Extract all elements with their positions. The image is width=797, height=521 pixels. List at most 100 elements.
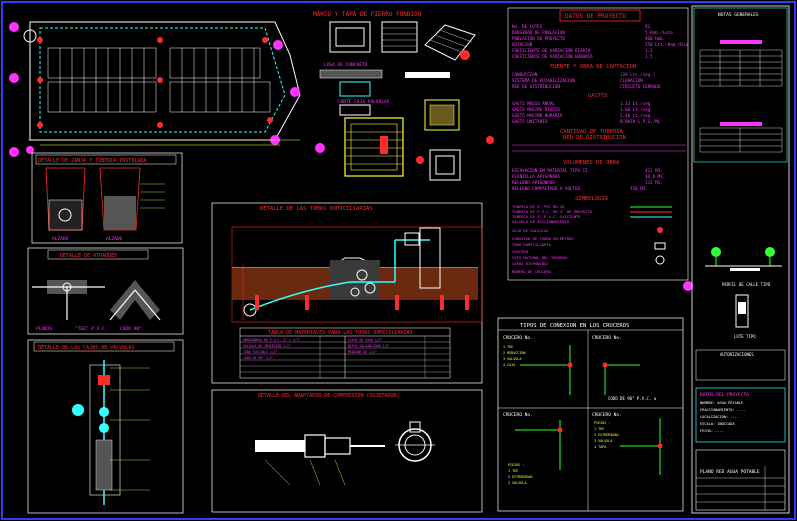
crucero-number-icon <box>683 281 693 291</box>
datos-value: 92 <box>645 24 651 29</box>
simbologia-item: NUMERO DE CRUCERO <box>512 269 552 274</box>
proyecto-field: LOCALIZACION: ---- <box>700 415 739 419</box>
material-row: LLAVE DE PASO 1/2" <box>348 338 383 342</box>
material-row: ABRAZADERA DE P.V.C. 3" x 1/2" <box>243 338 301 342</box>
svg-text:2 EXTREMIDAD: 2 EXTREMIDAD <box>508 475 533 479</box>
fuente-row: SISTEMA DE POTABILIZACION <box>512 78 576 83</box>
subdivision-plan <box>9 21 325 157</box>
datos-row: COEFICIENTE DE VARIACION HORARIA <box>512 54 593 59</box>
corte-caja-label: CORTE CAJA VALVULAS <box>338 99 390 105</box>
tabla-materiales-title: TABLA DE MATERIALES PARA LAS TOMAS DOMIC… <box>268 330 413 336</box>
simbologia-item: CARGA DISPONIBLE <box>512 261 549 266</box>
adaptador-panel <box>211 389 483 513</box>
datos-row: DENSIDAD DE POBLACION <box>512 30 565 35</box>
notas-generales-title: NOTAS GENERALES <box>718 12 759 18</box>
volumen-value: 158 M3. <box>630 186 648 191</box>
cajas-valvulas-panel <box>27 339 184 514</box>
simbologia-item: TUBERIA DE P.V.C. DE 3" DE PROYECTO <box>512 209 593 214</box>
cantidad-tuberia-title: CANTIDAD DE TUBERIA <box>560 129 624 135</box>
crucero-2-label: CRUCERO No. <box>592 335 622 341</box>
valve-symbol-icon <box>657 227 663 233</box>
svg-text:PIEZAS :: PIEZAS : <box>508 463 524 467</box>
losa-concreto-label: LOSA DE CONCRETO <box>324 62 368 68</box>
gastos-value: 2.40 Lt./seg. <box>620 113 653 118</box>
toma-symbol-icon <box>654 242 666 250</box>
conexion-title: TIPOS DE CONEXION EN LOS CRUCEROS <box>520 323 629 329</box>
gastos-row: GASTO MEDIO ANUAL <box>512 101 555 106</box>
svg-text:1 TEE: 1 TEE <box>508 469 518 473</box>
planta-label: PLANTA <box>36 326 53 332</box>
datos-del-proyecto-title: DATOS DEL PROYECTO <box>700 392 749 398</box>
alzado-left-label: ALZADO <box>52 236 69 242</box>
proyecto-field: FRACCIONAMIENTO: ---- <box>700 408 745 412</box>
volumen-row: EXCAVACION EN MATERIAL TIPO II <box>512 168 588 173</box>
red-distribucion-title: RED DE DISTRIBUCION <box>563 135 626 141</box>
svg-text:4 CAJA: 4 CAJA <box>503 363 515 367</box>
conexion-panel: 1 TEE 2 REDUCCION 3 VALVULA 4 CAJA PIEZAS … <box>497 317 684 512</box>
valve-box-section <box>344 50 494 181</box>
tee-label: "TEE" P.V.C. <box>75 326 108 332</box>
datos-row: COEFICIENTE DE VARIACION DIARIA <box>512 48 591 53</box>
volumen-value: 46.8 M3. <box>645 174 665 179</box>
simbologia-item: COTA NATURAL DEL TERRENO <box>512 255 568 260</box>
svg-text:2 EXTREMIDAD: 2 EXTREMIDAD <box>594 433 619 437</box>
material-row: NIPLE GALVANIZADO 1/2" <box>348 344 390 348</box>
simbologia-item: CAJA DE VALVULAS <box>512 228 549 233</box>
svg-text:PIEZAS :: PIEZAS : <box>594 421 610 425</box>
lote-tipo-label: LOTE TIPO <box>734 334 756 339</box>
simbologia-item: CRUCERO <box>512 249 529 254</box>
gastos-row: GASTO MAXIMO DIARIO <box>512 107 560 112</box>
simbologia-symbols <box>630 206 693 291</box>
datos-proyecto-title: DATOS DE PROYECTO <box>565 13 627 20</box>
material-row: VALVULA DE INSERCION 1/2" <box>243 344 291 348</box>
material-row: TUBO FLEXIBLE 1/2" <box>243 350 278 354</box>
datos-proyecto-block: DATOS DE PROYECTO No. DE LOTES 92 DENSID… <box>507 7 693 291</box>
proyecto-field: NOMBRE: AGUA POTABLE <box>700 401 743 405</box>
fuente-row: CONDUCCION <box>512 72 538 77</box>
autorizaciones-label: AUTORIZACIONES <box>720 352 754 357</box>
svg-text:3 VALVULA: 3 VALVULA <box>503 357 521 361</box>
atraques-panel <box>27 247 184 335</box>
datos-row: No. DE LOTES <box>512 24 543 29</box>
datos-value: 5 Hab./Lote <box>645 30 673 35</box>
material-row: MEDIDOR DE 1/2" <box>348 350 377 354</box>
svg-text:3 VALVULA: 3 VALVULA <box>508 481 526 485</box>
material-row: CODO DE 90° 1/2" <box>243 356 274 360</box>
gastos-value: 0.0078 L.P.S./ML <box>620 119 661 124</box>
simbologia-item: LONGITUD DE TRAMO EN METROS <box>512 236 574 241</box>
plano-title: PLANO RED AGUA POTABLE <box>700 469 760 475</box>
svg-text:1 TEE: 1 TEE <box>503 345 513 349</box>
crucero-4-label: CRUCERO No. <box>592 412 622 418</box>
proyecto-field: ESCALA: INDICADA <box>700 422 735 426</box>
simbologia-title: SIMBOLOGIA <box>575 196 609 202</box>
crucero-3-label: CRUCERO No. <box>503 412 533 418</box>
volumen-value: 421 M3. <box>645 168 663 173</box>
datos-value: 250 Lts./Hab./Dia <box>645 42 688 47</box>
volumen-row: PLANTILLA APISONADA <box>512 174 560 179</box>
perfil-calle-label: PERFIL DE CALLE TIPO <box>722 282 771 287</box>
datos-value: 1.5 <box>645 54 653 59</box>
adaptador-title: DETALLE DEL ADAPTADOR DE COMPRESION (SUJ… <box>258 393 399 399</box>
gastos-value: 1.60 Lt./seg. <box>620 107 653 112</box>
marco-tapa-drawing <box>319 21 476 116</box>
north-arrow-icon <box>23 29 37 43</box>
atraques-title: DETALLE DE ATRAQUES <box>60 253 117 259</box>
fuente-row: RED DE DISTRIBUCION <box>512 84 560 89</box>
zanja-panel <box>31 152 183 244</box>
gastos-row: GASTO MAXIMO HORARIO <box>512 113 563 118</box>
svg-text:2 REDUCCION: 2 REDUCCION <box>503 351 525 355</box>
svg-text:3 VALVULA: 3 VALVULA <box>594 439 612 443</box>
volumen-row: RELLENO APISONADO <box>512 180 555 185</box>
tomas-panel <box>211 202 483 384</box>
gastos-row: GASTO UNITARIO <box>512 119 548 124</box>
gastos-title: GASTOS <box>588 93 608 99</box>
gastos-value: 1.33 Lt./seg. <box>620 101 653 106</box>
datos-value: 1.2 <box>645 48 653 53</box>
svg-text:4 TAPA: 4 TAPA <box>594 445 606 449</box>
datos-row: DOTACION <box>512 42 533 47</box>
fuente-value: CLORACION <box>620 78 643 83</box>
fuente-value: (20 Lts./seg.) <box>620 72 655 77</box>
simbologia-item: TUBERIA DE 2" PVC RD-26 <box>512 204 565 209</box>
